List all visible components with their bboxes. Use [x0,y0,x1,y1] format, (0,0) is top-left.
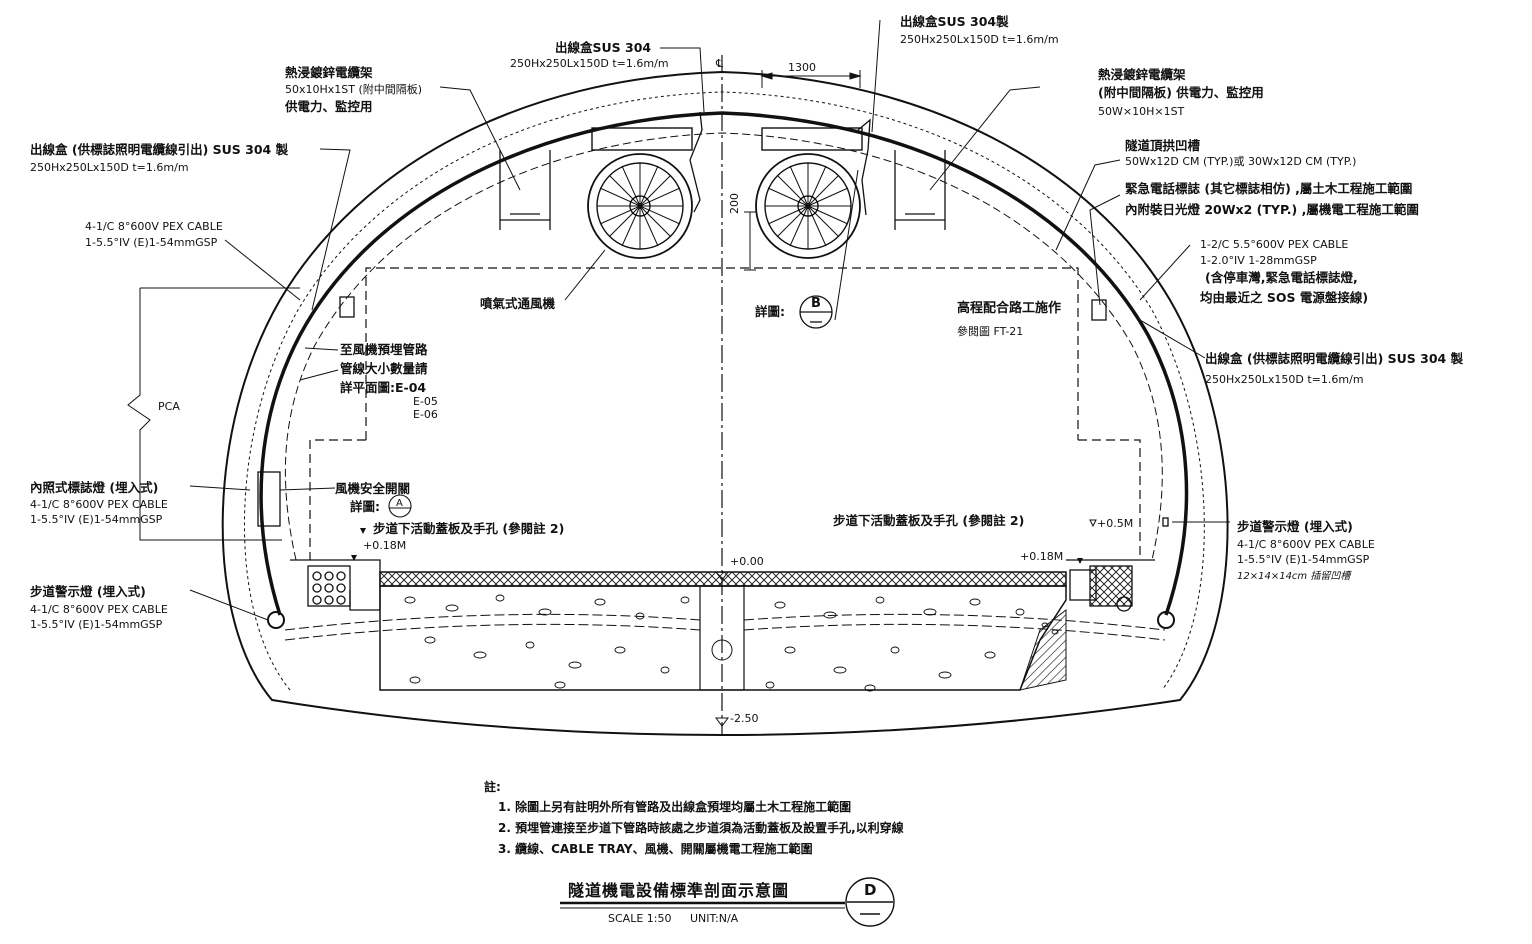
dimension-lines [744,70,862,271]
tray-right-spec: 50W×10H×1ST [1098,105,1185,118]
elevation-note: 高程配合路工施作 [957,301,1062,316]
walkway-left [267,559,381,629]
detail-symbol-b [799,295,833,329]
emergency-sign-line-2: 內附裝日光燈 20Wx2 (TYP.) ,屬機電工程施工範圍 [1125,202,1419,217]
elevation-018-left: +0.18M [363,539,407,552]
cable-right-line-3: (含停車灣,緊急電話標誌燈, [1205,270,1358,285]
title-underline [560,901,845,909]
elevation-05: +0.5M [1097,517,1134,530]
box-right-title: 出線盒 (供標誌照明電纜線引出) SUS 304 製 [1205,351,1464,366]
detail-a-letter: A [396,498,403,509]
cable-right-line-1: 1-2/C 5.5°600V PEX CABLE [1200,238,1349,251]
box-center-right-spec: 250Hx250Lx150D t=1.6m/m [900,33,1059,46]
box-left-spec: 250Hx250Lx150D t=1.6m/m [30,161,189,174]
box-center-left-spec: 250Hx250Lx150D t=1.6m/m [510,57,669,70]
notes-heading: 註: [484,780,501,794]
drawing-title: 隧道機電設備標準剖面示意圖 [568,881,790,900]
internal-sign-cable-2: 1-5.5°IV (E)1-54mmGSP [30,513,163,526]
vehicle-clearance-envelope [309,55,1141,735]
warning-light-right-cable-2: 1-5.5°IV (E)1-54mmGSP [1237,553,1370,566]
warning-light-left-cable-2: 1-5.5°IV (E)1-54mmGSP [30,618,163,631]
box-center-right-title: 出線盒SUS 304製 [900,14,1009,29]
box-left-title: 出線盒 (供標誌照明電纜線引出) SUS 304 製 [30,142,289,157]
jet-fan-left [587,127,693,259]
elevation-018-right: +0.18M [1020,550,1064,563]
tray-left-spec: 50x10Hx1ST (附中間隔板) [285,83,423,96]
jet-fan-label: 噴氣式通風機 [480,296,556,311]
roadway-structure [284,571,1166,691]
aggregate-dots [404,594,1059,692]
cable-right-line-4: 均由最近之 SOS 電源盤接線) [1200,290,1369,305]
elevation-000: +0.00 [730,555,764,568]
arch-groove-title: 隧道頂拱凹槽 [1125,138,1201,153]
cable-right-line-2: 1-2.0°IV 1-28mmGSP [1200,254,1317,267]
fan-conduit-line-4: E-05 [413,395,438,408]
box-center-left-title: 出線盒SUS 304 [555,40,652,55]
warning-light-right-handnote: 12×14×14cm 插留凹槽 [1237,571,1351,582]
fan-conduit-line-3: 詳平面圖:E-04 [340,380,427,395]
detail-symbol-a [388,494,412,518]
drawing-unit: UNIT:N/A [690,912,739,925]
warning-light-right-cable-1: 4-1/C 8°600V PEX CABLE [1237,538,1375,551]
internal-sign-title: 內照式標誌燈 (埋入式) [30,480,159,495]
tunnel-outer-lining [221,70,1229,737]
fan-conduit-line-2: 管線大小數量請 [340,361,428,376]
cable-left-line-2: 1-5.5°IV (E)1-54mmGSP [85,236,218,249]
pca-break-line [127,287,300,541]
detail-b-letter: B [811,296,821,311]
tray-left-title: 熱浸鍍鋅電纜架 [285,65,373,80]
jet-fan-right [755,127,863,259]
detail-a-prefix: 詳圖: [350,499,380,514]
warning-light-left-title: 步道警示燈 (埋入式) [30,584,146,599]
dim-200: 200 [728,193,741,214]
note-2: 2. 預埋管連接至步道下管路時該處之步道須為活動蓋板及設置手孔,以利穿線 [498,821,904,835]
walkway-right [1066,559,1175,629]
cable-trays [499,111,946,230]
note-1: 1. 除圖上另有註明外所有管路及出線盒預埋均屬土木工程施工範圍 [498,800,852,814]
dim-1300: 1300 [788,61,816,74]
elevation-250: -2.50 [730,712,759,725]
detail-symbol-d [845,877,895,927]
leader-lines [189,19,1230,621]
note-3: 3. 纜線、CABLE TRAY、風機、開關屬機電工程施工範圍 [498,842,813,856]
internal-sign-cable-1: 4-1/C 8°600V PEX CABLE [30,498,168,511]
tray-right-use: (附中間隔板) 供電力、監控用 [1098,85,1264,100]
emergency-sign-line-1: 緊急電話標誌 (其它標誌相仿) ,屬土木工程施工範圍 [1125,181,1413,196]
centerline-symbol: ℄ [716,57,724,70]
box-right-spec: 250Hx250Lx150D t=1.6m/m [1205,373,1364,386]
warning-light-right-title: 步道警示燈 (埋入式) [1237,519,1353,534]
walkway-cover-left: 步道下活動蓋板及手孔 (參閱註 2) [373,521,565,536]
arch-groove-spec: 50Wx12D CM (TYP.)或 30Wx12D CM (TYP.) [1125,155,1357,168]
drawing-scale: SCALE 1:50 [608,912,672,925]
walkway-cover-right: 步道下活動蓋板及手孔 (參閱註 2) [833,513,1025,528]
detail-b-prefix: 詳圖: [755,304,785,319]
fan-conduit-line-5: E-06 [413,408,438,421]
cable-left-line-1: 4-1/C 8°600V PEX CABLE [85,220,223,233]
tray-left-use: 供電力、監控用 [285,99,373,114]
pca-label: PCA [158,400,180,413]
tray-right-title: 熱浸鍍鋅電纜架 [1098,67,1186,82]
elevation-markers [351,519,1097,727]
elevation-ref: 參閱圖 FT-21 [957,325,1024,338]
fan-switch-label: 風機安全開關 [335,481,411,496]
fan-conduit-line-1: 至風機預埋管路 [340,342,428,357]
warning-light-left-cable-1: 4-1/C 8°600V PEX CABLE [30,603,168,616]
detail-d-letter: D [864,881,877,899]
